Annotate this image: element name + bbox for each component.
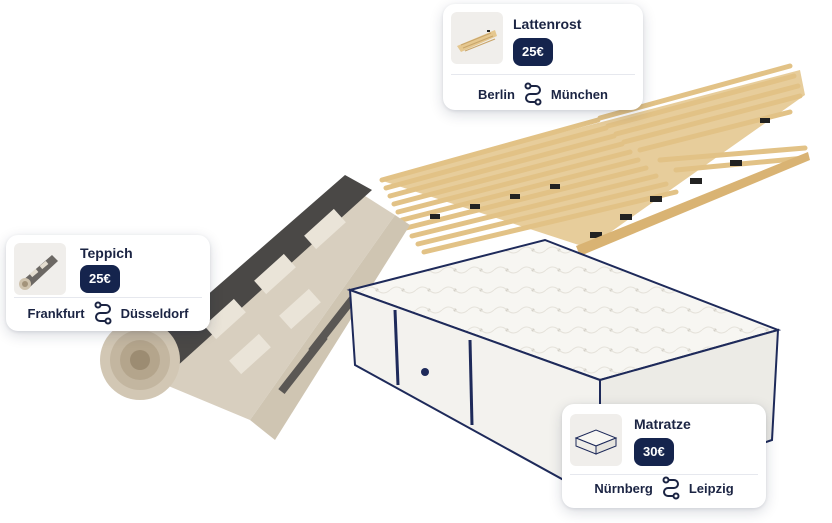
rolled-rug-icon [14, 243, 66, 295]
price-badge: 25€ [80, 265, 120, 293]
mattress-icon [570, 414, 622, 466]
price-badge: 30€ [634, 438, 674, 466]
product-title: Lattenrost [513, 16, 582, 32]
route-icon [94, 301, 112, 325]
product-title: Teppich [80, 245, 133, 261]
route-to: Düsseldorf [120, 305, 189, 321]
product-card-lattenrost[interactable]: Lattenrost 25€ Berlin München [443, 4, 643, 110]
route-to: Leipzig [688, 480, 734, 496]
route-icon [524, 82, 542, 106]
card-divider [14, 297, 202, 298]
card-divider [570, 474, 758, 475]
card-divider [451, 74, 635, 75]
route: Frankfurt Düsseldorf [6, 301, 210, 325]
route: Nürnberg Leipzig [562, 476, 766, 500]
route-to: München [550, 86, 608, 102]
route-icon [662, 476, 680, 500]
slatted-frame-icon [451, 12, 503, 64]
route-from: Nürnberg [594, 480, 653, 496]
product-card-teppich[interactable]: Teppich 25€ Frankfurt Düsseldorf [6, 235, 210, 331]
product-title: Matratze [634, 416, 691, 432]
price-badge: 25€ [513, 38, 553, 66]
product-card-matratze[interactable]: Matratze 30€ Nürnberg Leipzig [562, 404, 766, 508]
route: Berlin München [443, 82, 643, 106]
route-from: Frankfurt [27, 305, 85, 321]
route-from: Berlin [478, 86, 515, 102]
